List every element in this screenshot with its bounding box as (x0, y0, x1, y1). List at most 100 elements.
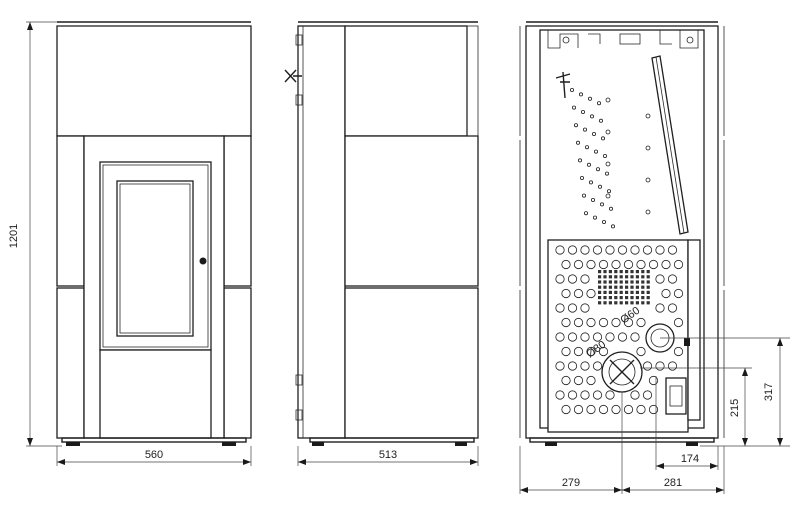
mesh-cell (646, 270, 650, 274)
mounting-hole (589, 180, 594, 185)
vent-hole (667, 303, 678, 313)
front-right-tile-upper (223, 135, 252, 287)
mesh-cell (635, 296, 639, 300)
vent-hole (555, 303, 565, 313)
mounting-hole (603, 153, 608, 158)
front-left-tile-lower (56, 287, 85, 439)
rear-lever-icon (555, 71, 571, 99)
mounting-hole (601, 136, 606, 141)
vent-hole (642, 245, 653, 255)
side-middle-panel (344, 135, 479, 287)
vent-hole (573, 346, 584, 357)
side-foot-right (455, 442, 467, 446)
door-handle-icon (199, 257, 207, 265)
outlet-upper-height-label: 317 (763, 383, 775, 401)
mounting-hole (583, 127, 588, 132)
vent-hole (642, 390, 653, 400)
inlet-offset-label: 174 (681, 453, 699, 465)
vent-hole (580, 390, 590, 400)
rear-vent-holes (555, 245, 684, 415)
vent-hole (636, 404, 646, 415)
mounting-hole (587, 162, 592, 167)
mounting-hole (570, 88, 575, 93)
mesh-cell (635, 290, 639, 294)
vent-hole (611, 317, 621, 328)
mounting-hole (592, 131, 597, 136)
vent-hole (580, 245, 590, 255)
vent-hole (555, 361, 565, 371)
rear-pressure-switch (665, 377, 687, 415)
mesh-cell (646, 280, 650, 284)
mounting-hole (579, 92, 584, 97)
vent-hole (586, 375, 596, 386)
vent-hole (605, 390, 615, 400)
vent-hole (673, 317, 684, 328)
vent-hole (580, 303, 590, 313)
vent-hole (586, 346, 596, 357)
vent-hole (598, 404, 609, 415)
vent-hole (586, 259, 596, 270)
mesh-cell (608, 275, 612, 279)
mesh-cell (641, 290, 645, 294)
side-foot-left (312, 442, 324, 446)
vent-hole (586, 404, 596, 415)
mesh-cell (614, 290, 618, 294)
vent-hole (667, 245, 678, 255)
mounting-hole (584, 211, 589, 216)
mesh-cell (619, 275, 623, 279)
vent-hole (567, 361, 578, 371)
vent-hole (661, 288, 671, 299)
vent-hole (630, 245, 640, 255)
vent-hole (648, 375, 659, 386)
mesh-cell (635, 280, 639, 284)
vent-hole (567, 390, 578, 400)
mesh-cell (598, 280, 602, 284)
mesh-cell (603, 285, 607, 289)
vent-hole (573, 404, 584, 415)
mesh-cell (603, 275, 607, 279)
mounting-hole (598, 184, 603, 189)
mesh-cell (598, 290, 602, 294)
mesh-cell (630, 301, 634, 305)
mesh-cell (608, 290, 612, 294)
mounting-hole (580, 175, 585, 180)
mesh-cell (625, 296, 629, 300)
rear-mesh-grid (598, 270, 650, 305)
vent-hole (667, 274, 678, 284)
mounting-hole (602, 219, 607, 224)
mesh-cell (625, 290, 629, 294)
mesh-cell (630, 290, 634, 294)
mesh-cell (619, 270, 623, 274)
mesh-cell (619, 280, 623, 284)
vent-hole (580, 274, 590, 284)
mesh-cell (625, 280, 629, 284)
mesh-cell (619, 285, 623, 289)
mesh-cell (646, 290, 650, 294)
vent-hole (648, 259, 659, 270)
mesh-cell (603, 270, 607, 274)
vent-hole (611, 259, 621, 270)
mounting-hole (605, 129, 611, 135)
vent-hole (573, 375, 584, 386)
mounting-hole (593, 215, 598, 220)
mesh-cell (630, 275, 634, 279)
mesh-cell (641, 301, 645, 305)
front-foot-left (66, 442, 80, 446)
vent-hole (661, 259, 671, 270)
front-door-glass (116, 180, 194, 337)
mesh-cell (619, 301, 623, 305)
mesh-cell (619, 296, 623, 300)
mesh-cell (603, 301, 607, 305)
mounting-hole (599, 118, 604, 123)
mesh-cell (635, 270, 639, 274)
right-offset-label: 281 (664, 477, 682, 489)
vent-hole (598, 317, 609, 328)
mesh-cell (635, 285, 639, 289)
mounting-hole (596, 167, 601, 172)
mounting-hole (645, 177, 651, 183)
vent-hole (567, 245, 578, 255)
mesh-cell (625, 301, 629, 305)
front-width-label: 560 (145, 449, 163, 461)
vent-hole (673, 259, 684, 270)
mesh-cell (598, 275, 602, 279)
